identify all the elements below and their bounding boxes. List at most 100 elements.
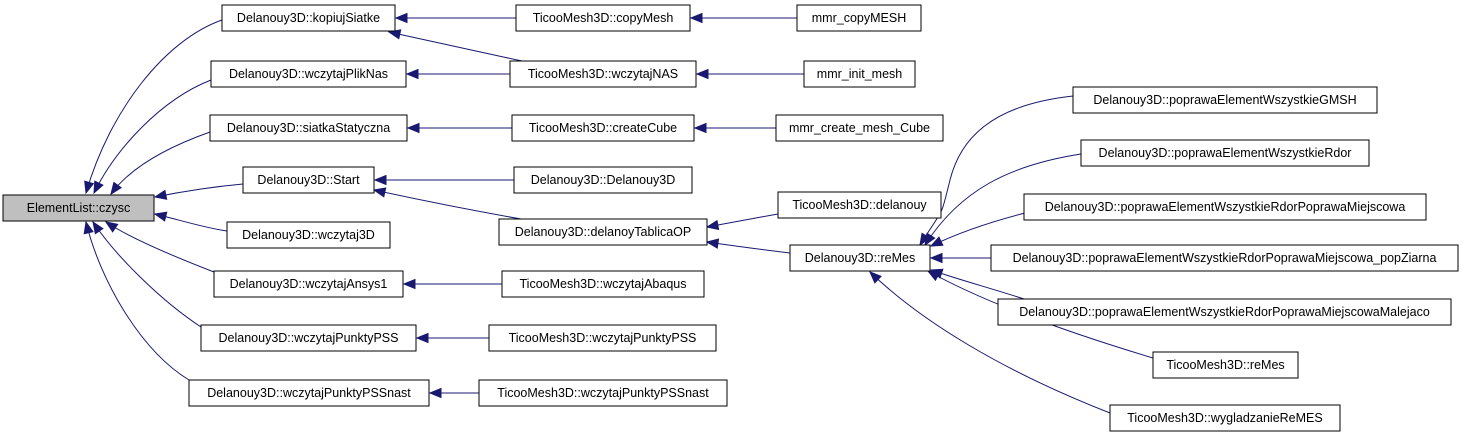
- node-label: mmr_copyMESH: [812, 11, 906, 25]
- node-wczytajPunktyPSSnast[interactable]: Delanouy3D::wczytajPunktyPSSnast: [188, 379, 430, 407]
- arrowhead-icon: [406, 122, 420, 134]
- arrowhead-icon: [929, 252, 943, 264]
- node-siatkaStatyczna[interactable]: Delanouy3D::siatkaStatyczna: [209, 114, 408, 142]
- edge-createCube-to-siatkaStatyczna: [406, 122, 513, 134]
- node-label: TicooMesh3D::wczytajPunktyPSS: [509, 331, 697, 345]
- node-tWczytajPunktyPSS[interactable]: TicooMesh3D::wczytajPunktyPSS: [488, 324, 717, 352]
- node-label: Delanouy3D::wczytaj3D: [242, 228, 375, 242]
- node-tWczytajPunktyPSSnast[interactable]: TicooMesh3D::wczytajPunktyPSSnast: [478, 379, 728, 407]
- node-pMalejaco[interactable]: Delanouy3D::poprawaElementWszystkieRdorP…: [997, 298, 1452, 326]
- node-mmrInitMesh[interactable]: mmr_init_mesh: [803, 60, 916, 88]
- node-label: Delanouy3D::poprawaElementWszystkieGMSH: [1093, 93, 1356, 107]
- node-tDelanouy[interactable]: TicooMesh3D::delanouy: [777, 191, 942, 219]
- node-pGMSH[interactable]: Delanouy3D::poprawaElementWszystkieGMSH: [1072, 86, 1378, 114]
- edge-line: [930, 269, 1025, 300]
- node-mmrCopyMESH[interactable]: mmr_copyMESH: [796, 4, 922, 32]
- edge-mmrCopyMESH-to-copyMesh: [689, 12, 797, 24]
- node-delanoyTablicaOP[interactable]: Delanouy3D::delanoyTablicaOP: [498, 218, 708, 246]
- edge-wczytajAnsys1-to-root: [104, 221, 215, 273]
- arrowhead-icon: [104, 221, 119, 233]
- node-kopiujSiatke[interactable]: Delanouy3D::kopiujSiatke: [221, 4, 396, 32]
- edge-wczytajPunktyPSS-to-root: [92, 220, 202, 328]
- node-label: Delanouy3D::delanoyTablicaOP: [515, 225, 692, 239]
- arrowhead-icon: [415, 332, 429, 344]
- edge-copyMesh-to-kopiujSiatke: [394, 12, 516, 24]
- node-start[interactable]: Delanouy3D::Start: [242, 166, 375, 194]
- node-label: Delanouy3D::siatkaStatyczna: [227, 121, 390, 135]
- node-label: Delanouy3D::kopiujSiatke: [237, 11, 380, 25]
- arrowhead-icon: [394, 12, 408, 24]
- edge-tDelanouy-to-delanoyTablicaOP: [705, 213, 779, 231]
- edge-pPopZiarna-to-reMes: [929, 252, 992, 264]
- arrowhead-icon: [402, 278, 416, 290]
- node-label: Delanouy3D::poprawaElementWszystkieRdorP…: [1013, 251, 1437, 265]
- node-wczytajPlikNas[interactable]: Delanouy3D::wczytajPlikNas: [210, 60, 407, 88]
- arrowhead-icon: [93, 180, 104, 195]
- arrowhead-icon: [924, 232, 936, 247]
- node-root[interactable]: ElementList::czysc: [2, 194, 155, 222]
- node-label: Delanouy3D::poprawaElementWszystkieRdor: [1099, 146, 1352, 160]
- arrowhead-icon: [373, 174, 387, 186]
- edge-wczytajAbaqus-to-wczytajAnsys1: [402, 278, 502, 290]
- edge-wczytajNAS-to-kopiujSiatke: [387, 29, 523, 62]
- edge-pGMSH-to-reMes: [919, 95, 1074, 247]
- edge-delanouyCtor-to-start: [373, 174, 514, 186]
- node-pPopZiarna[interactable]: Delanouy3D::poprawaElementWszystkieRdorP…: [990, 244, 1459, 272]
- node-delanouyCtor[interactable]: Delanouy3D::Delanouy3D: [513, 166, 693, 194]
- arrowhead-icon: [428, 387, 442, 399]
- edge-siatkaStatyczna-to-root: [110, 131, 211, 196]
- arrowhead-icon: [705, 238, 720, 249]
- arrowhead-icon: [929, 236, 944, 247]
- node-wczytajPunktyPSS[interactable]: Delanouy3D::wczytajPunktyPSS: [200, 324, 417, 352]
- edge-line: [706, 241, 791, 254]
- arrowhead-icon: [84, 180, 95, 195]
- edge-line: [869, 271, 1111, 414]
- node-pRdor[interactable]: Delanouy3D::poprawaElementWszystkieRdor: [1080, 139, 1370, 167]
- edges-layer: [83, 12, 1154, 414]
- node-reMes[interactable]: Delanouy3D::reMes: [789, 244, 931, 272]
- edge-tWczytajPunktyPSSnast-to-wczytajPunktyPSSnast: [428, 387, 479, 399]
- node-label: mmr_init_mesh: [817, 67, 902, 81]
- edge-pRdor-to-reMes: [924, 153, 1082, 247]
- node-wczytajAbaqus[interactable]: TicooMesh3D::wczytajAbaqus: [501, 270, 705, 298]
- edge-delanoyTablicaOP-to-start: [372, 187, 522, 220]
- edge-line: [110, 131, 211, 195]
- edge-line: [85, 221, 190, 381]
- arrowhead-icon: [372, 187, 387, 198]
- edge-tWczytajPunktyPSS-to-wczytajPunktyPSS: [415, 332, 490, 344]
- edge-line: [105, 221, 215, 273]
- arrowhead-icon: [869, 271, 882, 284]
- node-wczytajNAS[interactable]: TicooMesh3D::wczytajNAS: [509, 60, 697, 88]
- node-mmrCreateMeshCube[interactable]: mmr_create_mesh_Cube: [775, 114, 944, 142]
- edge-pMalejaco-to-reMes: [929, 268, 1025, 300]
- edge-line: [154, 183, 244, 198]
- edge-wczytaj3D-to-root: [153, 211, 228, 232]
- edge-pMiejscowa-to-reMes: [929, 212, 1026, 247]
- edge-mmrCreateMeshCube-to-createCube: [693, 122, 777, 134]
- arrowhead-icon: [705, 219, 720, 231]
- edge-line: [388, 31, 523, 62]
- edge-line: [85, 19, 223, 194]
- arrowhead-icon: [92, 220, 104, 235]
- node-label: Delanouy3D::wczytajPunktyPSSnast: [207, 386, 411, 400]
- node-label: TicooMesh3D::copyMesh: [533, 11, 674, 25]
- node-tWygladzanie[interactable]: TicooMesh3D::wygladzanieReMES: [1109, 404, 1341, 432]
- edge-tWygladzanie-to-reMes: [869, 271, 1111, 414]
- node-wczytaj3D[interactable]: Delanouy3D::wczytaj3D: [226, 221, 391, 249]
- node-label: Delanouy3D::wczytajPlikNas: [229, 67, 388, 81]
- arrowhead-icon: [689, 12, 703, 24]
- edge-wczytajPunktyPSSnast-to-root: [83, 220, 190, 381]
- node-label: TicooMesh3D::createCube: [529, 121, 677, 135]
- edge-line: [919, 95, 1074, 246]
- node-createCube[interactable]: TicooMesh3D::createCube: [511, 114, 695, 142]
- node-pMiejscowa[interactable]: Delanouy3D::poprawaElementWszystkieRdorP…: [1023, 193, 1427, 221]
- node-copyMesh[interactable]: TicooMesh3D::copyMesh: [515, 4, 691, 32]
- node-wczytajAnsys1[interactable]: Delanouy3D::wczytajAnsys1: [213, 270, 404, 298]
- node-label: TicooMesh3D::wczytajPunktyPSSnast: [497, 386, 709, 400]
- node-tReMes[interactable]: TicooMesh3D::reMes: [1152, 351, 1299, 379]
- nodes-layer: ElementList::czysc Delanouy3D::kopiujSia…: [2, 4, 1459, 432]
- arrowhead-icon: [153, 211, 168, 222]
- node-label: Delanouy3D::reMes: [805, 251, 915, 265]
- edge-line: [92, 221, 202, 328]
